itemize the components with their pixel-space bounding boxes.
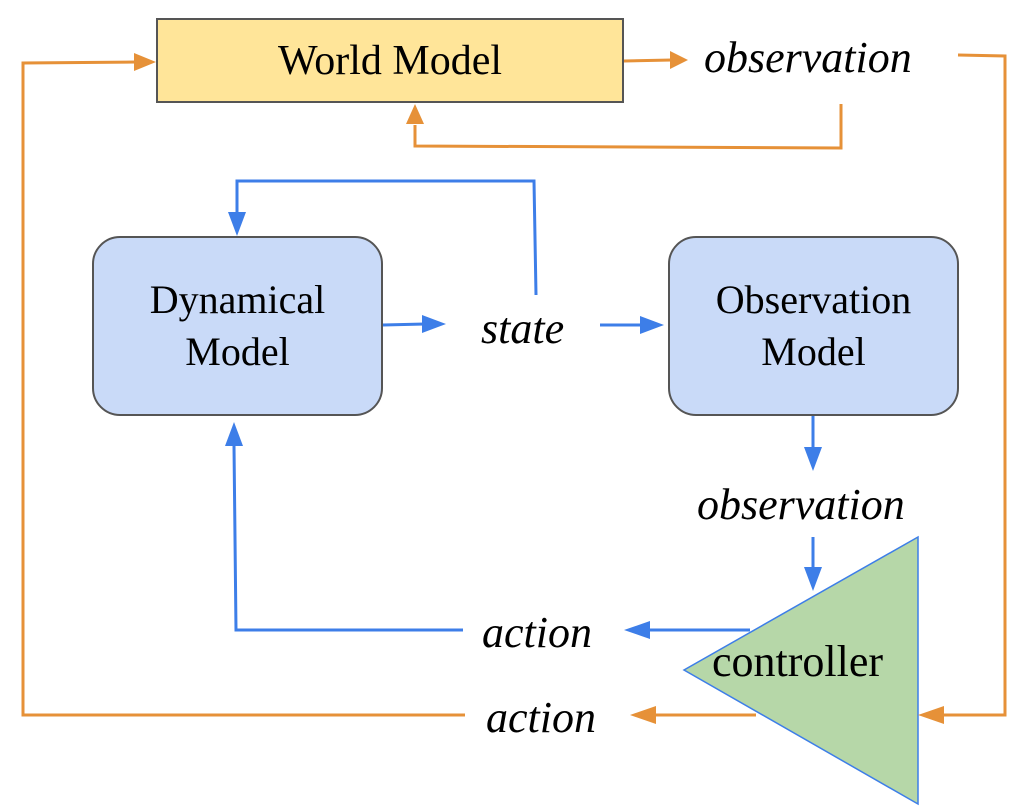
blue-arrowheads bbox=[225, 212, 822, 639]
arrow-action-to-world bbox=[21, 60, 465, 717]
arrowhead-dyn-state bbox=[422, 315, 446, 333]
state-label: state bbox=[481, 304, 565, 353]
arrowhead-observation-controller bbox=[918, 706, 944, 724]
arrowhead-action-blue bbox=[624, 621, 650, 639]
observation-label-top: observation bbox=[704, 33, 912, 82]
observation-model-label-line1: Observation bbox=[715, 277, 912, 322]
arrowhead-world-observation bbox=[670, 51, 688, 69]
observation-model-box: Observation Model bbox=[668, 236, 959, 416]
arrow-dyn-to-state bbox=[382, 322, 426, 327]
observation-model-label-line2: Model bbox=[761, 329, 866, 374]
controller-shape bbox=[682, 535, 919, 806]
world-model-box: World Model bbox=[156, 18, 624, 103]
arrowhead-action-orange bbox=[630, 706, 656, 724]
arrowhead-observation-feedback bbox=[406, 104, 424, 124]
arrowhead-state-obs bbox=[640, 316, 664, 334]
arrowhead-action-world bbox=[134, 53, 156, 71]
dynamical-model-box: Dynamical Model bbox=[92, 236, 383, 416]
observation-label-mid: observation bbox=[697, 480, 905, 529]
arrow-action-to-dyn bbox=[232, 445, 463, 632]
arrow-world-to-observation bbox=[623, 58, 673, 63]
dynamical-model-label-line2: Model bbox=[185, 329, 290, 374]
blue-connectors bbox=[232, 179, 815, 632]
controller-label: controller bbox=[712, 637, 884, 686]
arrowhead-action-dyn bbox=[225, 422, 243, 446]
arrowhead-state-feedback bbox=[228, 212, 246, 236]
world-model-label: World Model bbox=[277, 37, 503, 84]
arrowhead-obsmodel-observation bbox=[804, 447, 822, 471]
dynamical-model-label-line1: Dynamical bbox=[149, 277, 326, 322]
orange-connectors bbox=[21, 53, 1007, 717]
action-label-orange: action bbox=[486, 693, 596, 742]
arrow-state-feedback bbox=[235, 179, 538, 296]
arrow-observation-feedback bbox=[413, 104, 843, 150]
arrow-observation-to-controller bbox=[944, 53, 1007, 717]
orange-arrowheads bbox=[134, 51, 944, 724]
arrowhead-observation-controller bbox=[804, 567, 822, 591]
action-label-blue: action bbox=[482, 608, 592, 657]
